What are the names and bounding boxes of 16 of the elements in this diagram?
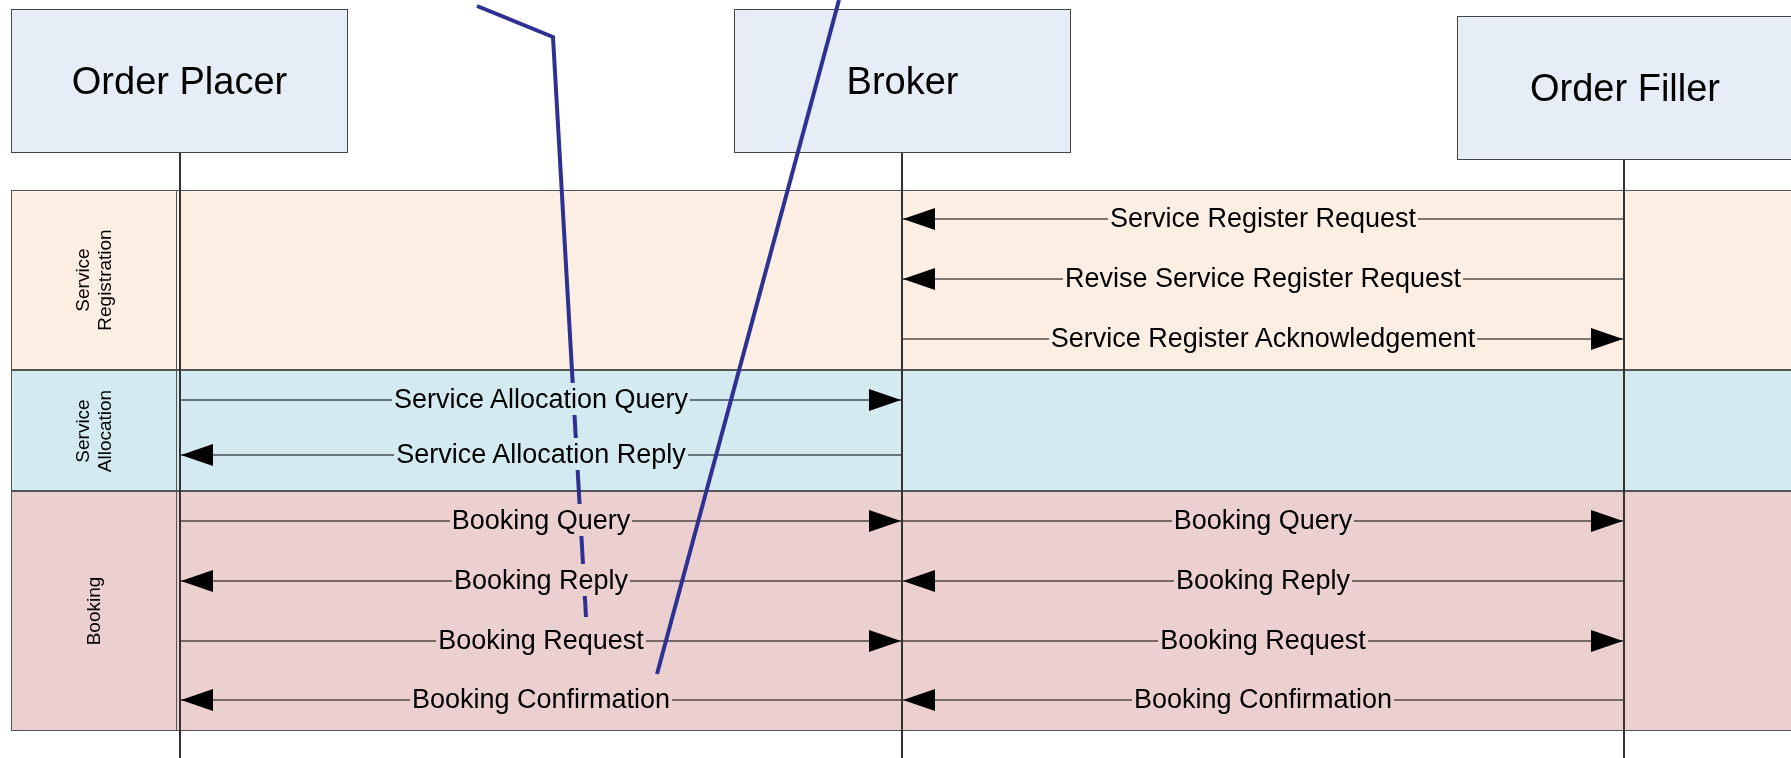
lane-label: Service Allocation [72,388,116,474]
participant-name: Order Filler [1530,65,1720,111]
participant-name: Order Placer [71,58,288,104]
edge-label: Service Allocation Query [391,383,691,415]
participant-box [734,9,1071,153]
lane-label: Booking [83,575,105,648]
edge-label: Booking Reply [451,564,631,596]
participant-box [1457,16,1791,160]
lifeline [901,153,903,758]
lifeline [179,153,181,758]
lane-label: Service Registration [72,228,116,333]
lifeline [1623,160,1625,758]
participant-box [11,9,348,153]
edge-label: Service Allocation Reply [394,438,688,470]
participant-name: Broker [846,58,959,104]
edge-label: Booking Query [449,504,633,536]
